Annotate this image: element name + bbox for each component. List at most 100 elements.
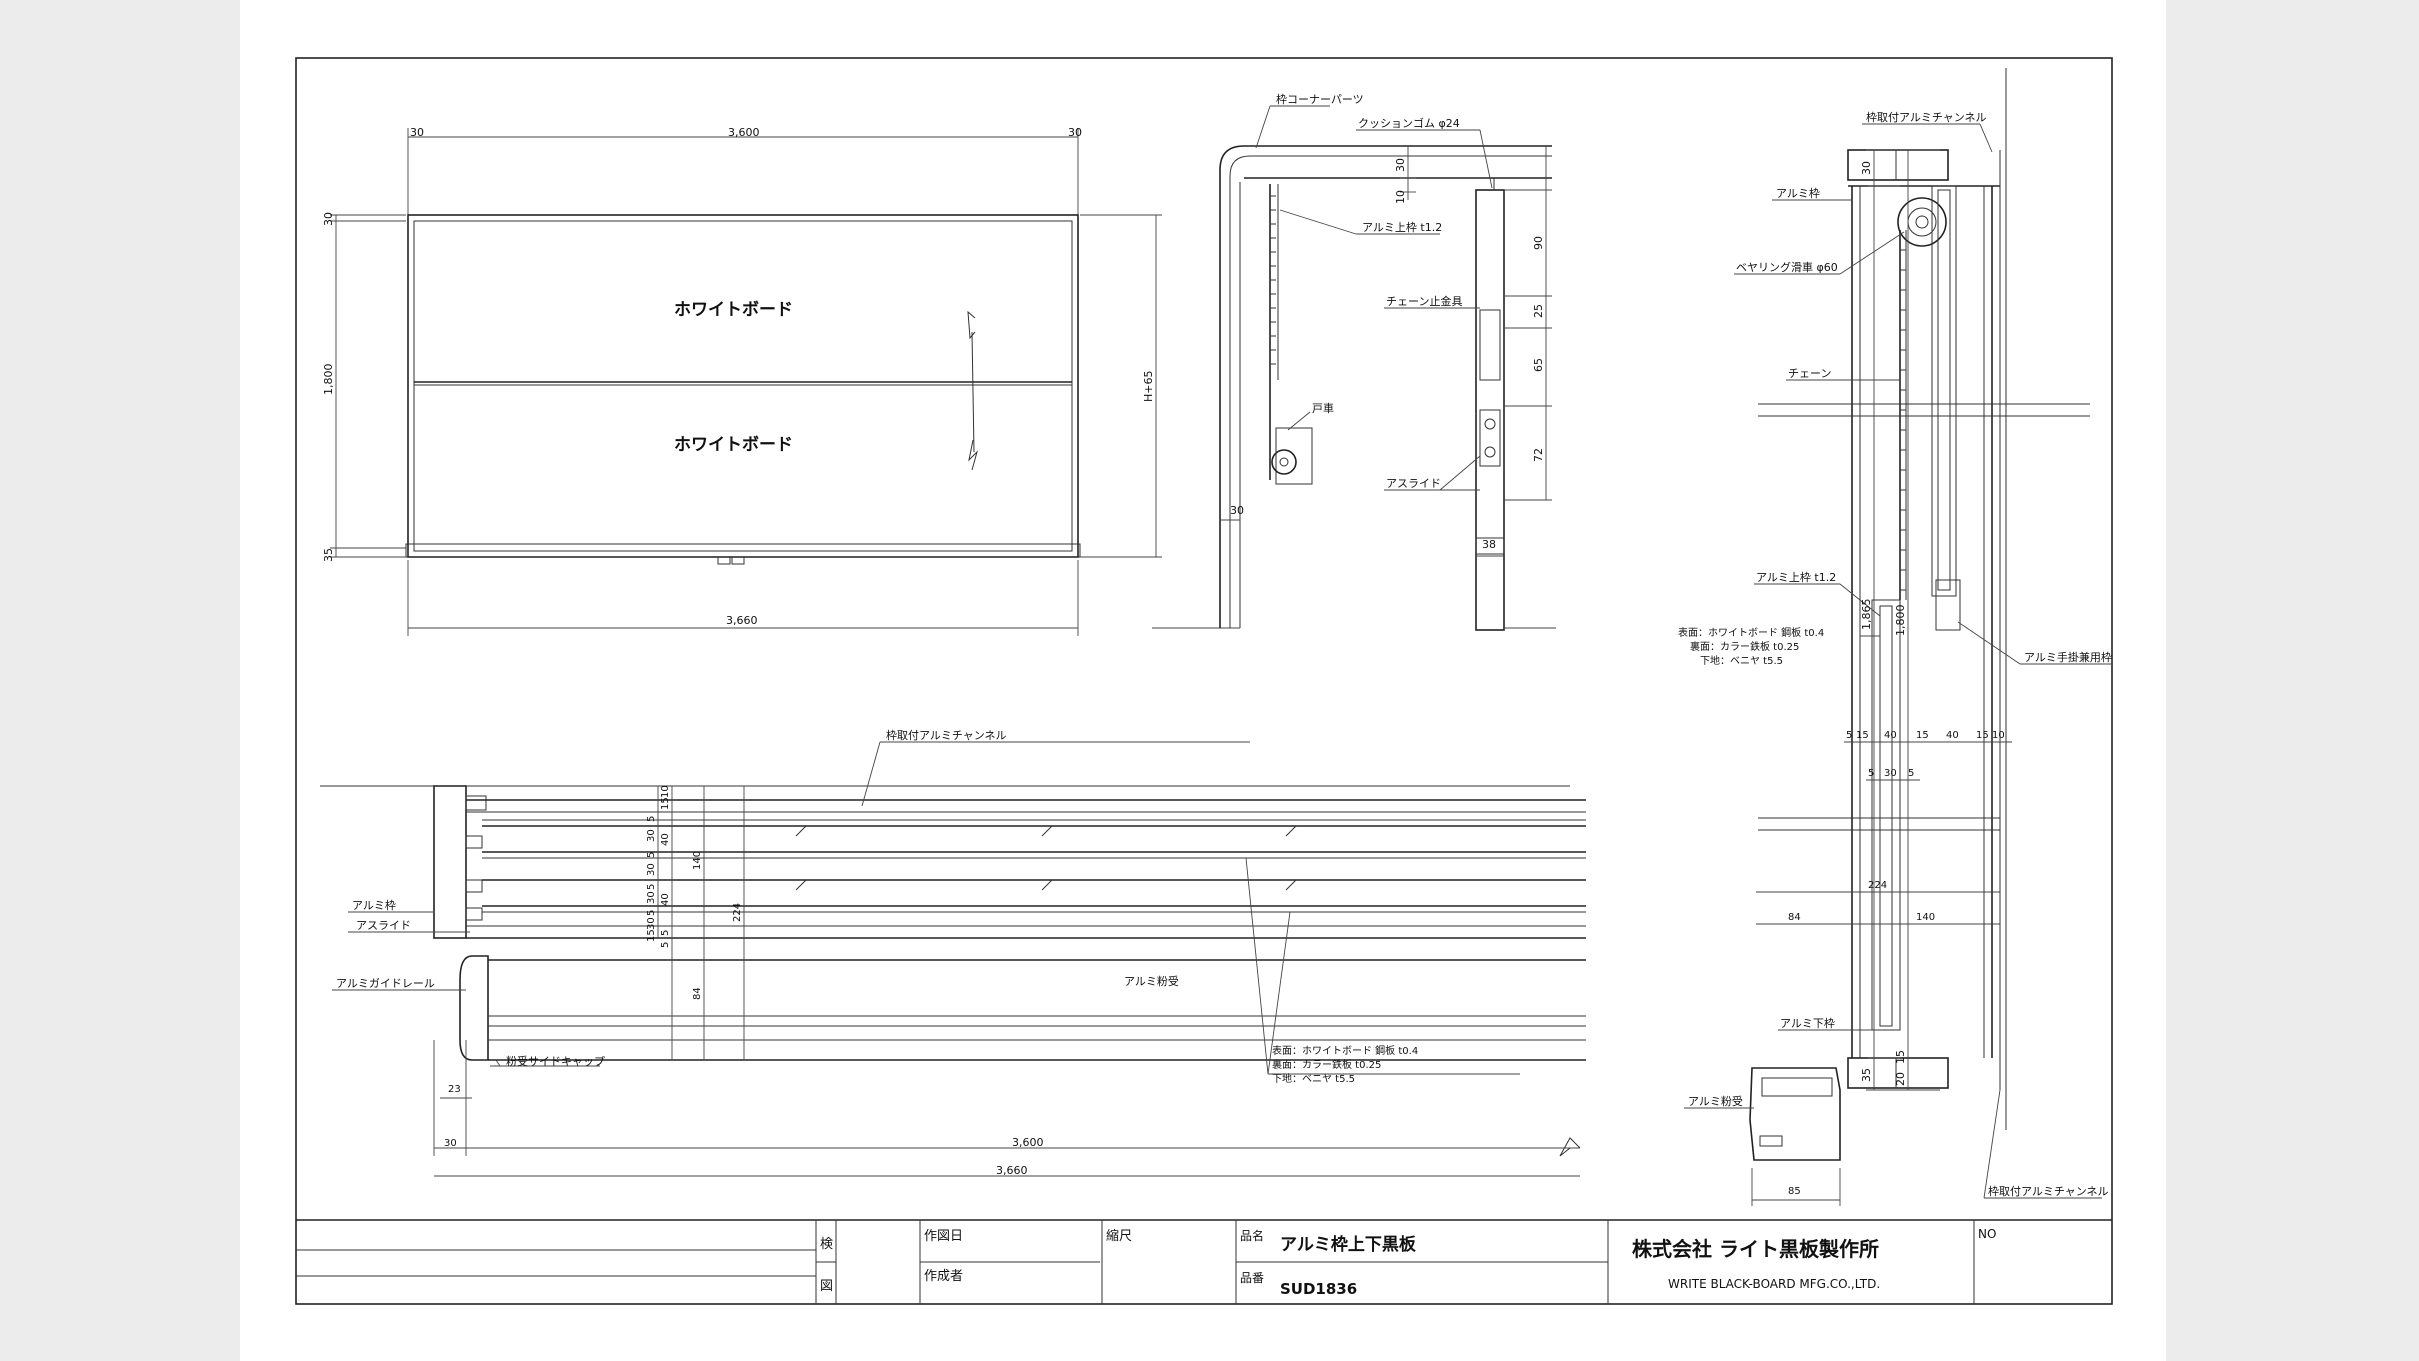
section-upper-panel xyxy=(1931,185,1957,597)
title-scale: 縮尺 xyxy=(1106,1228,1132,1244)
section-face-label: 表面：ホワイトボード 鋼板 t0.4 xyxy=(1678,626,1824,639)
detail-upper-frame-label: アルミ上枠 t1.2 xyxy=(1362,220,1442,234)
section-channel-top-label: 枠取付アルミチャンネル xyxy=(1866,110,1987,124)
section-row1-6: 10 xyxy=(1992,730,2005,741)
plan-alu-frame-label: アルミ枠 xyxy=(352,898,396,912)
section-row2-2: 5 xyxy=(1908,768,1914,779)
plan-stack-10: 40 xyxy=(660,893,671,906)
plan-base-label: 下地：ベニヤ t5.5 xyxy=(1272,1072,1355,1085)
section-bearing-label: ベヤリング滑車 φ60 xyxy=(1736,260,1838,274)
section-chalk-tray-label: アルミ粉受 xyxy=(1688,1095,1743,1108)
section-row1-0: 5 xyxy=(1846,730,1852,741)
detail-chain xyxy=(1269,184,1279,480)
front-move-arrow-top xyxy=(967,310,976,340)
plan-dim-84: 84 xyxy=(692,987,703,1000)
plan-face-label: 表面：ホワイトボード 鋼板 t0.4 xyxy=(1272,1044,1418,1057)
front-board-lower-label: ホワイトボード xyxy=(674,435,793,455)
title-number-label: 品番 xyxy=(1240,1271,1264,1285)
plan-dim-140: 140 xyxy=(692,851,703,870)
plan-stack-1: 15 xyxy=(660,797,671,810)
section-chain xyxy=(1899,230,1907,600)
plan-dim-224: 224 xyxy=(732,903,743,922)
plan-stack-dims: 10 15 5 30 5 40 30 5 30 5 40 30 5 15 5 xyxy=(646,785,671,948)
plan-dim-30: 30 xyxy=(444,1138,457,1149)
section-upper-frame-label: アルミ上枠 t1.2 xyxy=(1756,570,1836,584)
front-dim-1800: 1,800 xyxy=(322,364,335,396)
plan-dim-3660: 3,660 xyxy=(996,1164,1028,1177)
plan-stack-14: 5 xyxy=(660,942,671,948)
title-ken: 検 xyxy=(820,1237,833,1252)
plan-stack-6: 30 xyxy=(646,863,657,876)
section-dim-224: 224 xyxy=(1868,880,1887,891)
section-dim-1865: 1,865 xyxy=(1860,599,1873,631)
section-dim-35: 35 xyxy=(1860,1068,1873,1082)
section-row2-0: 5 xyxy=(1868,768,1874,779)
title-no: NO xyxy=(1978,1227,1996,1241)
section-channel-bottom-label: 枠取付アルミチャンネル xyxy=(1988,1184,2109,1198)
plan-stack-4: 5 xyxy=(646,852,657,858)
front-view: 30 3,600 30 ホワイトボード ホワイトボード 30 1,800 35 … xyxy=(322,126,1162,636)
section-row1-5: 15 xyxy=(1976,730,1989,741)
front-board-upper-label: ホワイトボード xyxy=(674,300,793,320)
plan-dim-3600: 3,600 xyxy=(1012,1136,1044,1149)
front-frame-inner xyxy=(413,220,1073,552)
detail-frame-outer xyxy=(1219,145,1552,628)
plan-stack-2: 5 xyxy=(646,816,657,822)
plan-stack-3: 30 xyxy=(646,829,657,842)
section-row1-1: 15 xyxy=(1856,730,1869,741)
section-hand-frame xyxy=(1935,579,1961,631)
detail-wheel-label: 戸車 xyxy=(1312,401,1334,415)
plan-stack-0: 10 xyxy=(660,785,671,798)
title-company-en: WRITE BLACK-BOARD MFG.CO.,LTD. xyxy=(1668,1277,1880,1291)
plan-channel-label: 枠取付アルミチャンネル xyxy=(886,728,1007,742)
drawing-sheet: 30 3,600 30 ホワイトボード ホワイトボード 30 1,800 35 … xyxy=(240,0,2166,1361)
section-dim-1800: 1,800 xyxy=(1894,605,1907,637)
detail-dim-10: 10 xyxy=(1394,190,1407,204)
detail-chain-stop-label: チェーン止金具 xyxy=(1386,294,1462,308)
section-back-label: 裏面：カラー鉄板 t0.25 xyxy=(1690,640,1799,653)
front-dim-h65: H+65 xyxy=(1142,371,1155,403)
detail-a-slide-label: アスライド xyxy=(1386,477,1441,490)
section-lower-frame-label: アルミ下枠 xyxy=(1780,1016,1835,1030)
plan-side-cap-label: 粉受サイドキャップ xyxy=(506,1055,605,1068)
detail-corner-label: 枠コーナーパーツ xyxy=(1276,92,1364,106)
detail-cushion-label: クッションゴム φ24 xyxy=(1358,116,1460,130)
plan-back-label: 裏面：カラー鉄板 t0.25 xyxy=(1272,1058,1381,1071)
plan-stack-9: 5 xyxy=(646,910,657,916)
front-dim-3660: 3,660 xyxy=(726,614,758,627)
section-chalk-tray xyxy=(1749,1067,1841,1161)
front-dim-30-left: 30 xyxy=(410,126,424,139)
plan-stack-8: 30 xyxy=(646,891,657,904)
section-row1-3: 15 xyxy=(1916,730,1929,741)
title-block: 検 図 作図日 作成者 縮尺 品名 アルミ枠上下黒板 品番 SUD1836 株式… xyxy=(296,1219,2112,1304)
plan-stack-5: 40 xyxy=(660,833,671,846)
technical-drawing: 30 3,600 30 ホワイトボード ホワイトボード 30 1,800 35 … xyxy=(295,57,2113,1305)
front-handle-right xyxy=(731,556,745,565)
detail-a-slide-block xyxy=(1479,409,1501,467)
detail-dim-30b: 30 xyxy=(1230,504,1244,517)
title-name-value: アルミ枠上下黒板 xyxy=(1280,1234,1417,1255)
section-dim-85: 85 xyxy=(1788,1186,1801,1197)
front-move-arrow-bottom xyxy=(968,439,978,471)
detail-wheel xyxy=(1271,449,1297,475)
plan-stack-13: 15 xyxy=(646,929,657,942)
title-drawn-date: 作図日 xyxy=(924,1229,963,1244)
plan-stack-7: 5 xyxy=(646,884,657,890)
front-dim-30-right: 30 xyxy=(1068,126,1082,139)
title-number-value: SUD1836 xyxy=(1280,1280,1357,1298)
side-detail: 戸車 枠コーナーパーツ クッションゴム φ24 アルミ上枠 t1.2 チェーン止… xyxy=(1152,92,1556,631)
detail-wheel-housing xyxy=(1275,427,1313,485)
section-dim-20: 20 xyxy=(1894,1072,1907,1086)
section-row1-2: 40 xyxy=(1884,730,1897,741)
right-section: 枠取付アルミチャンネル アルミ枠 ベヤリング滑車 φ60 チェーン アルミ上枠 … xyxy=(1678,68,2112,1206)
section-chain-label: チェーン xyxy=(1788,367,1831,380)
front-dim-bottom-35: 35 xyxy=(322,548,335,562)
title-zu: 図 xyxy=(820,1279,833,1294)
detail-chain-stop xyxy=(1479,309,1501,381)
plan-guide-rail xyxy=(459,955,489,1061)
front-dim-3600: 3,600 xyxy=(728,126,760,139)
detail-dim-90: 90 xyxy=(1532,236,1545,250)
detail-dim-65: 65 xyxy=(1532,358,1545,372)
plan-a-slide-label: アスライド xyxy=(356,919,411,932)
front-handle-left xyxy=(717,556,731,565)
